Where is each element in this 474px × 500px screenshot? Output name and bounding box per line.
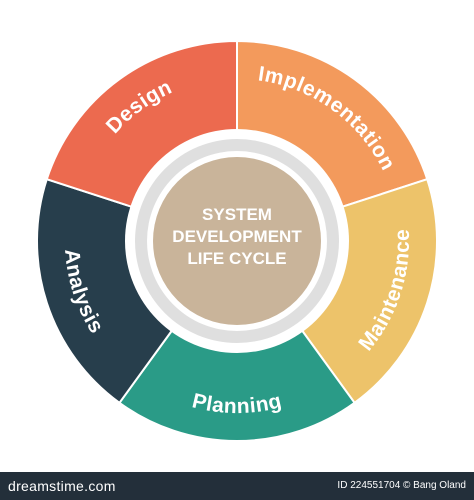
center-disc	[153, 157, 321, 325]
center-title-line-3: LIFE CYCLE	[187, 249, 286, 268]
footer-bar: dreamstime.com ID 224551704 © Bang Oland	[0, 472, 474, 500]
image-credit: ID 224551704 © Bang Oland	[337, 480, 466, 491]
center-title-line-1: SYSTEM	[202, 205, 272, 224]
dreamstime-logo: dreamstime.com	[8, 478, 116, 494]
sdlc-wheel-diagram: ImplementationMaintenancePlanningAnalysi…	[36, 39, 438, 442]
center-title-line-2: DEVELOPMENT	[172, 227, 302, 246]
